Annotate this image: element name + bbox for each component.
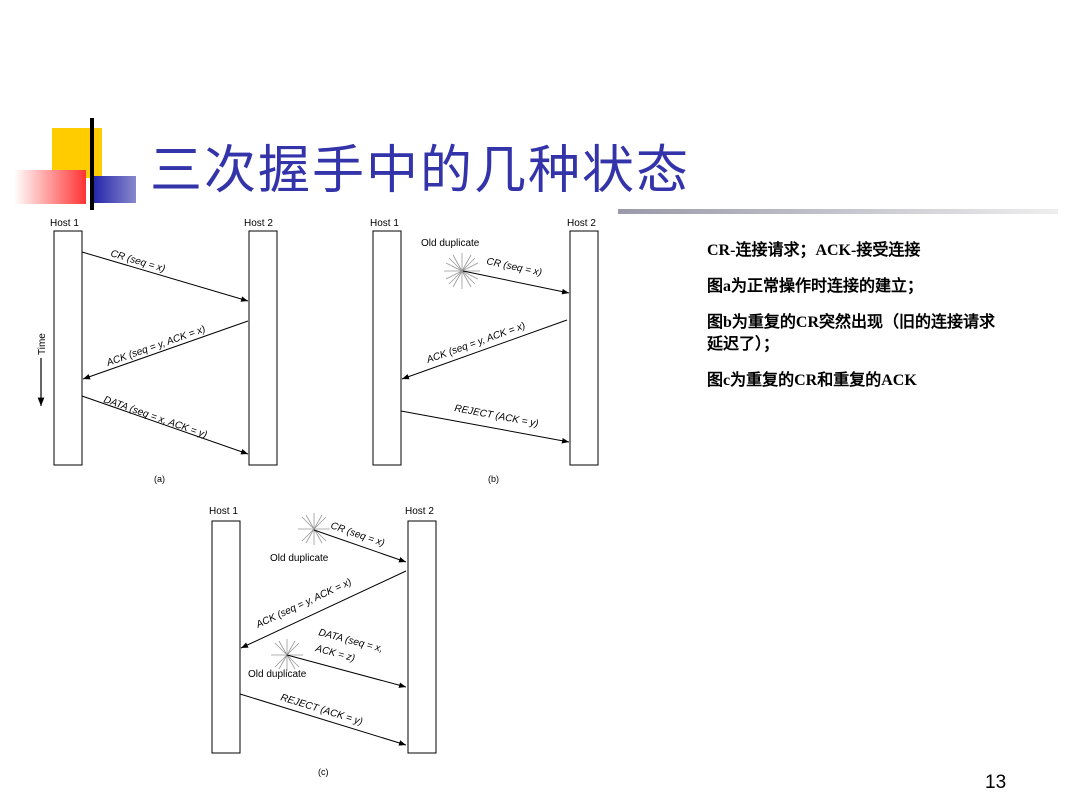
slide-title: 三次握手中的几种状态 [150,141,691,201]
b-reject-arrow [400,410,570,444]
diagram-c: Host 1 Host 2 CR (seq = x) Old duplicate… [209,506,437,777]
a-host1-timeline [53,230,83,466]
b-ack-arrow [401,319,568,380]
a-caption: (a) [154,474,165,484]
a-ack-label: ACK (seq = y, ACK = x) [104,324,207,369]
diagram-a: Host 1 Host 2 Time CR (seq = x) ACK (seq… [37,218,278,484]
b-cr-arrow [462,270,570,295]
c-host1-label: Host 1 [209,506,238,517]
page-number: 13 [985,772,1007,793]
a-time-label: Time [37,333,48,355]
a-host2-timeline [248,230,278,466]
c-host2-label: Host 2 [405,506,434,517]
note-figure-a: 图a为正常操作时连接的建立； [707,278,924,295]
b-host1-timeline [372,230,402,466]
b-reject-label: REJECT (ACK = y) [453,403,539,430]
c-burst-icon-1 [298,513,330,545]
note-figure-c: 图c为重复的CR和重复的ACK [707,372,917,389]
b-caption: (b) [488,474,499,484]
b-host2-label: Host 2 [567,218,596,229]
a-host2-label: Host 2 [244,218,273,229]
title-deco-red-bar [14,170,86,204]
c-old-duplicate-label-2: Old duplicate [248,669,307,680]
a-cr-arrow [81,251,249,302]
a-data-label: DATA (seq = x, ACK = y) [102,394,208,440]
c-ack-label: ACK (seq = y, ACK = x) [254,577,354,631]
c-ack-arrow [240,570,407,649]
title-deco-vertical-line [90,118,94,210]
c-caption: (c) [318,767,329,777]
c-data-arrow [286,654,407,688]
b-host2-timeline [569,230,599,466]
b-host1-label: Host 1 [370,218,399,229]
note-legend: CR-连接请求；ACK-接受连接 [707,242,921,259]
c-host2-timeline [407,520,437,754]
notes-panel: CR-连接请求；ACK-接受连接 图a为正常操作时连接的建立； 图b为重复的CR… [707,240,1007,406]
diagram-b: Host 1 Host 2 Old duplicate CR (seq = x)… [370,218,599,484]
title-deco-blue-bar [92,176,136,203]
a-ack-arrow [82,320,249,380]
b-cr-label: CR (seq = x) [485,256,542,278]
c-old-duplicate-label-1: Old duplicate [270,553,329,564]
b-ack-label: ACK (seq = y, ACK = x) [424,321,527,367]
c-host1-timeline [211,520,241,754]
b-old-duplicate-label: Old duplicate [421,238,480,249]
a-host1-label: Host 1 [50,218,79,229]
title-underline [618,209,1058,214]
c-cr-arrow [313,529,407,563]
a-data-arrow [81,395,249,455]
c-reject-arrow [239,693,407,746]
b-burst-icon [444,253,480,289]
note-figure-b: 图b为重复的CR突然出现（旧的连接请求延迟了）； [707,314,996,353]
a-cr-label: CR (seq = x) [109,248,166,275]
